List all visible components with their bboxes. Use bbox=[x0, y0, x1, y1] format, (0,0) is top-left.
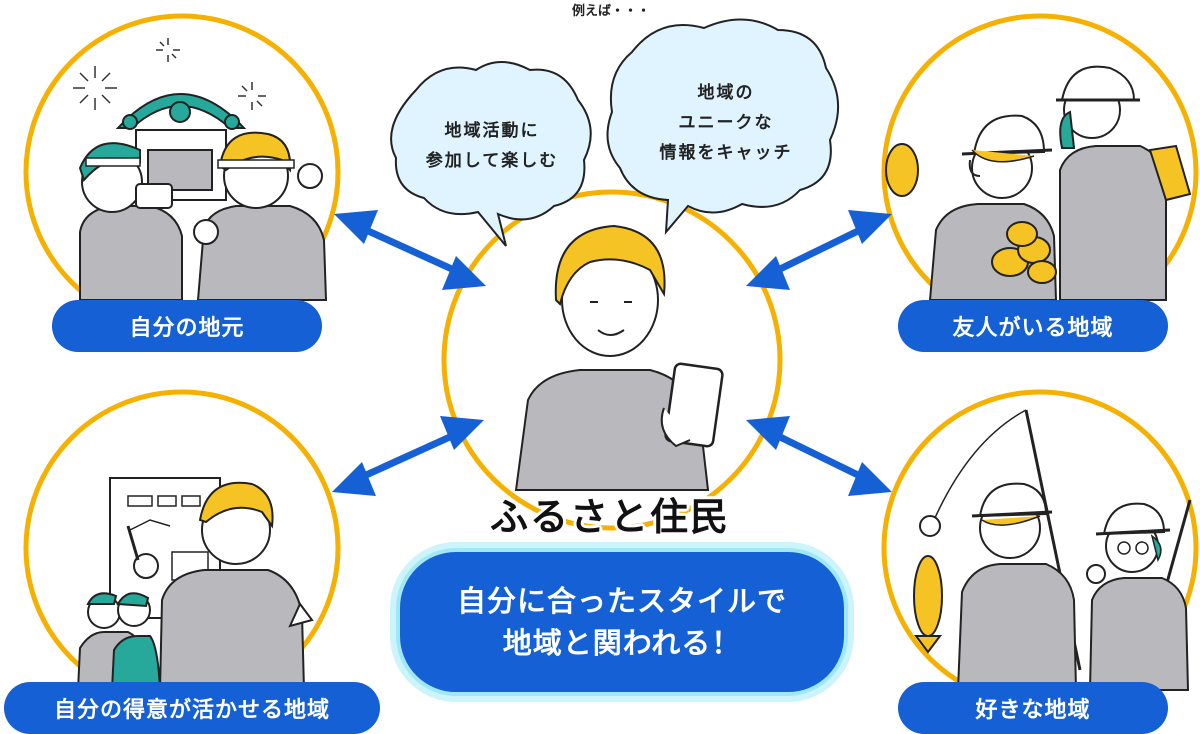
arrow-top-right bbox=[746, 210, 892, 290]
label-top-left: 自分の地元 bbox=[52, 300, 322, 352]
label-bottom-left: 自分の得意が活かせる地域 bbox=[4, 682, 380, 734]
person-yellow-icon bbox=[193, 131, 328, 301]
slogan-line1: 自分に合ったスタイルで bbox=[456, 584, 787, 618]
fish-icon bbox=[913, 555, 943, 654]
person-presenter-icon bbox=[126, 481, 314, 691]
intro-text: 例えば・・・ bbox=[572, 4, 651, 19]
bubble-left-line1: 地域活動に bbox=[444, 121, 540, 141]
audience-icon bbox=[76, 592, 162, 691]
slogan-line2: 地域と関われる！ bbox=[502, 626, 742, 660]
label-top-right: 友人がいる地域 bbox=[898, 300, 1168, 352]
person-fisher-icon bbox=[919, 482, 1078, 691]
person-helmet-front-icon bbox=[885, 114, 1058, 301]
person-helmet-back-icon bbox=[1056, 65, 1192, 301]
bubble-right-line3: 情報をキャッチ bbox=[659, 143, 793, 163]
arrow-bottom-left bbox=[332, 416, 484, 496]
fireworks-icon bbox=[73, 38, 266, 110]
label-bottom-right: 好きな地域 bbox=[898, 682, 1168, 734]
center-slogan: 自分に合ったスタイルで 地域と関われる！ bbox=[396, 548, 848, 696]
person-teal-icon bbox=[78, 142, 183, 301]
potato-pile-icon bbox=[991, 221, 1057, 284]
center-title: ふるさと住民 bbox=[489, 495, 730, 539]
speech-bubble-left bbox=[390, 61, 592, 247]
bubble-right-line2: ユニークな bbox=[678, 113, 774, 133]
bubble-left-line2: 参加して楽しむ bbox=[425, 151, 559, 171]
smartphone-icon bbox=[660, 362, 724, 448]
speech-bubble-right bbox=[606, 18, 840, 235]
bubble-right-text: 地域の ユニークな 情報をキャッチ bbox=[626, 78, 826, 168]
person-center-icon bbox=[514, 224, 724, 491]
arrow-top-left bbox=[334, 210, 486, 290]
person-elder-fisher-icon bbox=[1086, 502, 1190, 691]
bubble-right-line1: 地域の bbox=[697, 83, 755, 103]
bubble-left-text: 地域活動に 参加して楽しむ bbox=[402, 116, 582, 176]
arrow-bottom-right bbox=[746, 416, 892, 496]
